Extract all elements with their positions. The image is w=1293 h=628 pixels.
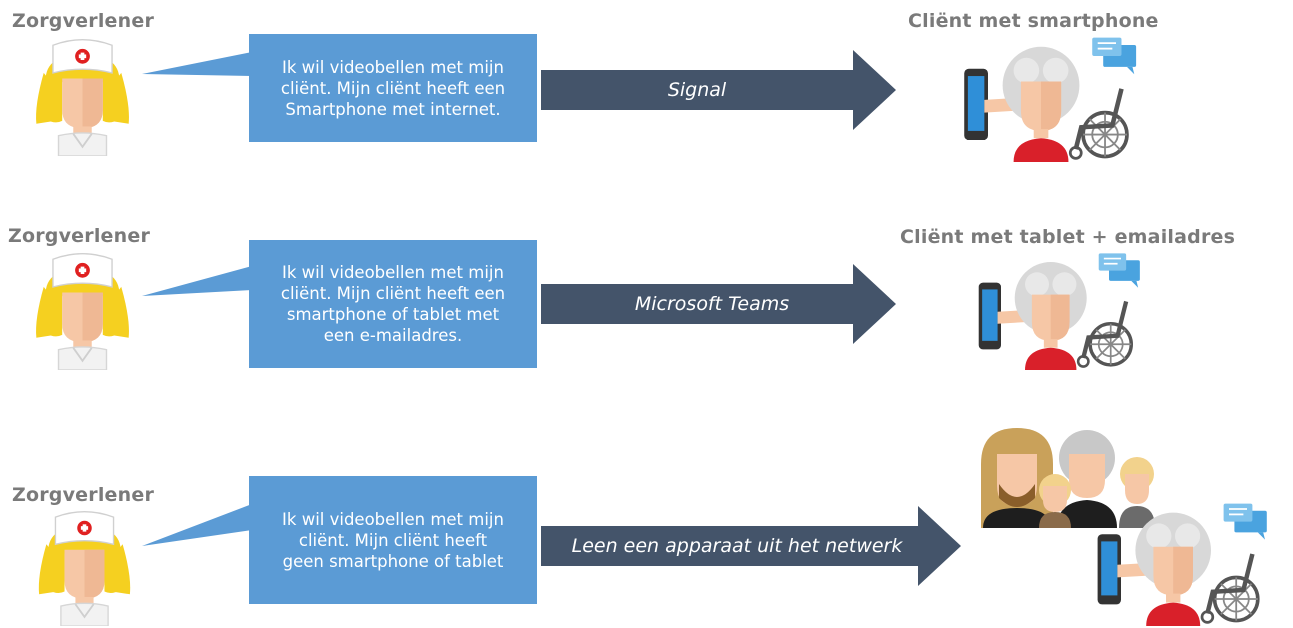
bubble-line: Smartphone met internet. (285, 99, 501, 119)
family-icon (981, 428, 1155, 528)
client-label: Cliënt met smartphone (908, 10, 1159, 32)
arrow-right (541, 264, 896, 344)
bubble-line: Ik wil videobellen met mijn (282, 263, 504, 282)
speech-tail (142, 504, 252, 546)
speech-tail (142, 52, 252, 76)
bubble-line: cliënt. Mijn cliënt heeft een (280, 78, 506, 98)
bubble-line: cliënt. Mijn cliënt heeft een (280, 284, 506, 303)
bubble-line: geen smartphone of tablet (282, 551, 504, 571)
bubble-line: smartphone of tablet met (286, 305, 500, 324)
bubble-line: cliënt. Mijn cliënt heeft (298, 530, 488, 550)
client-label: Cliënt met tablet + emailadres (900, 226, 1236, 248)
arrow-label-signal: Signal (667, 79, 727, 101)
arrow-label-teams: Microsoft Teams (634, 293, 790, 315)
nurse-icon (37, 510, 132, 626)
nurse-label: Zorgverlener (8, 225, 151, 247)
bubble-line: Ik wil videobellen met mijn (282, 57, 504, 77)
bubble-line: Ik wil videobellen met mijn (282, 509, 504, 529)
arrow-label-network: Leen een apparaat uit het netwerk (571, 535, 903, 557)
nurse-label: Zorgverlener (12, 10, 155, 32)
arrow-right (541, 506, 961, 586)
speech-bubble: Ik wil videobellen met mijn cliënt. Mijn… (249, 240, 537, 368)
speech-bubble: Ik wil videobellen met mijn cliënt. Mijn… (249, 476, 537, 604)
arrow-right (541, 50, 896, 130)
client-icon (1084, 500, 1284, 626)
speech-tail (142, 266, 252, 296)
speech-bubble: Ik wil videobellen met mijn cliënt. Mijn… (249, 34, 537, 142)
row-teams: Zorgverlener Ik wil videobellen met mijn… (8, 225, 1236, 370)
nurse-label: Zorgverlener (12, 484, 155, 506)
bubble-line: een e-mailadres. (323, 326, 463, 345)
row-signal: Zorgverlener Ik wil videobellen met mijn… (0, 0, 1293, 200)
